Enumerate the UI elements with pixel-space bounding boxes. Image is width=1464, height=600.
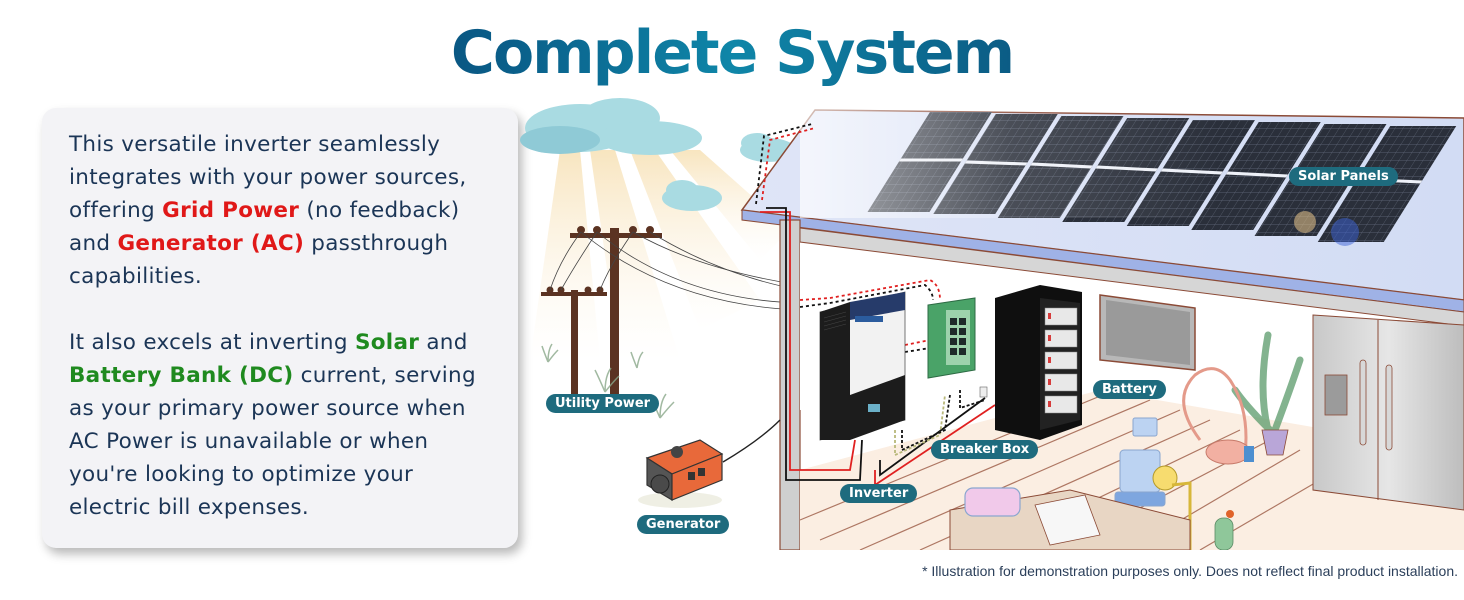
battery-bank-dc-highlight: Battery Bank (DC) [69, 363, 294, 388]
refrigerator-icon [1312, 314, 1464, 511]
generator-ac-highlight: Generator (AC) [117, 231, 305, 256]
solar-highlight: Solar [354, 330, 420, 355]
grass-icon [541, 343, 675, 419]
sun-rays [530, 150, 790, 360]
cloud-icon [520, 98, 702, 155]
utility-pole-icon [541, 226, 662, 398]
breaker-box-icon [927, 297, 988, 398]
cloud-icon [662, 180, 722, 211]
disclaimer-footnote: * Illustration for demonstration purpose… [922, 563, 1458, 579]
desk-icon [949, 487, 1191, 550]
generator-icon [638, 439, 724, 508]
chair-icon [1114, 417, 1166, 507]
vacuum-icon [1182, 367, 1254, 465]
inverter-icon [819, 291, 906, 441]
label-solar-panels: Solar Panels [1289, 167, 1398, 186]
label-generator: Generator [637, 515, 730, 534]
system-illustration [520, 98, 1464, 550]
label-inverter: Inverter [840, 484, 918, 503]
plant-icon [1231, 331, 1304, 456]
power-lines [549, 231, 801, 311]
description-paragraph-2: It also excels at inverting Solar and Ba… [69, 330, 476, 520]
label-utility-power: Utility Power [546, 394, 660, 413]
grid-power-highlight: Grid Power [162, 198, 300, 223]
label-battery: Battery [1093, 380, 1166, 399]
description-paragraph-1: This versatile inverter seamlessly integ… [69, 132, 467, 289]
cactus-icon [1214, 510, 1234, 550]
description-card: This versatile inverter seamlessly integ… [42, 108, 518, 548]
label-breaker-box: Breaker Box [931, 440, 1039, 459]
solar-panels [800, 108, 1457, 246]
page-title: Complete System [0, 18, 1464, 88]
battery-rack-icon [995, 285, 1082, 440]
tv-icon [1099, 294, 1196, 371]
